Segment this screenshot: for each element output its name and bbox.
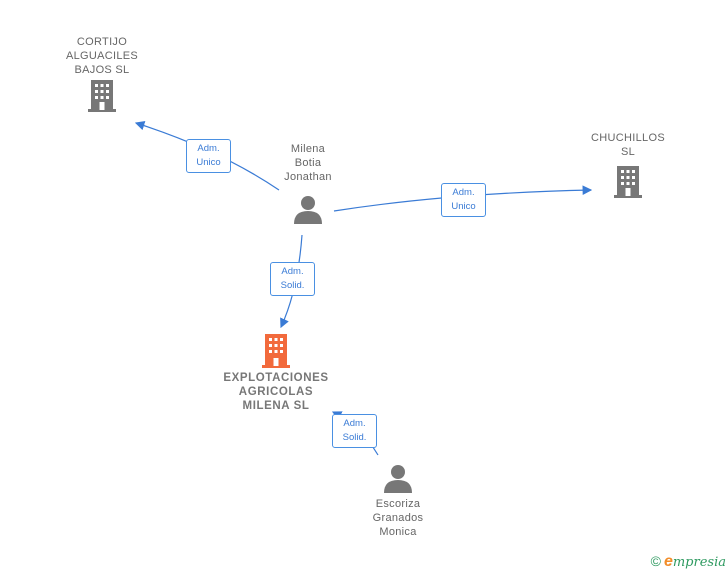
edge-label-to-explotaciones[interactable]: Adm. Solid.: [270, 262, 315, 296]
node-cortijo-alguaciles-bajos[interactable]: CORTIJO ALGUACILES BAJOS SL: [50, 35, 154, 113]
building-icon: [262, 334, 290, 368]
edge-label-to-cortijo[interactable]: Adm. Unico: [186, 139, 231, 173]
person-icon: [384, 465, 412, 493]
node-explotaciones-agricolas-milena[interactable]: EXPLOTACIONES AGRICOLAS MILENA SL: [206, 333, 346, 413]
brand-e: e: [663, 553, 673, 570]
building-icon: [88, 80, 116, 112]
node-milena-botia-jonathan[interactable]: Milena Botia Jonathan: [266, 142, 350, 224]
node-chuchillos[interactable]: CHUCHILLOS SL: [578, 131, 678, 199]
node-label: CORTIJO ALGUACILES BAJOS SL: [65, 36, 139, 76]
node-label: Escoriza Granados Monica: [372, 498, 424, 538]
copyright-symbol: ©: [650, 553, 661, 569]
node-label: CHUCHILLOS SL: [591, 132, 665, 158]
edge-label-to-chuchillos[interactable]: Adm. Unico: [441, 183, 486, 217]
building-icon: [614, 166, 642, 198]
node-label: EXPLOTACIONES AGRICOLAS MILENA SL: [223, 372, 329, 412]
brand-name: mpresia: [672, 555, 726, 570]
empresia-logo: ©empresia: [651, 553, 726, 571]
node-label: Milena Botia Jonathan: [284, 143, 332, 183]
node-escoriza-granados-monica[interactable]: Escoriza Granados Monica: [356, 463, 440, 539]
person-icon: [294, 196, 322, 224]
edge-label-escoriza-to-explotaciones[interactable]: Adm. Solid.: [332, 414, 377, 448]
